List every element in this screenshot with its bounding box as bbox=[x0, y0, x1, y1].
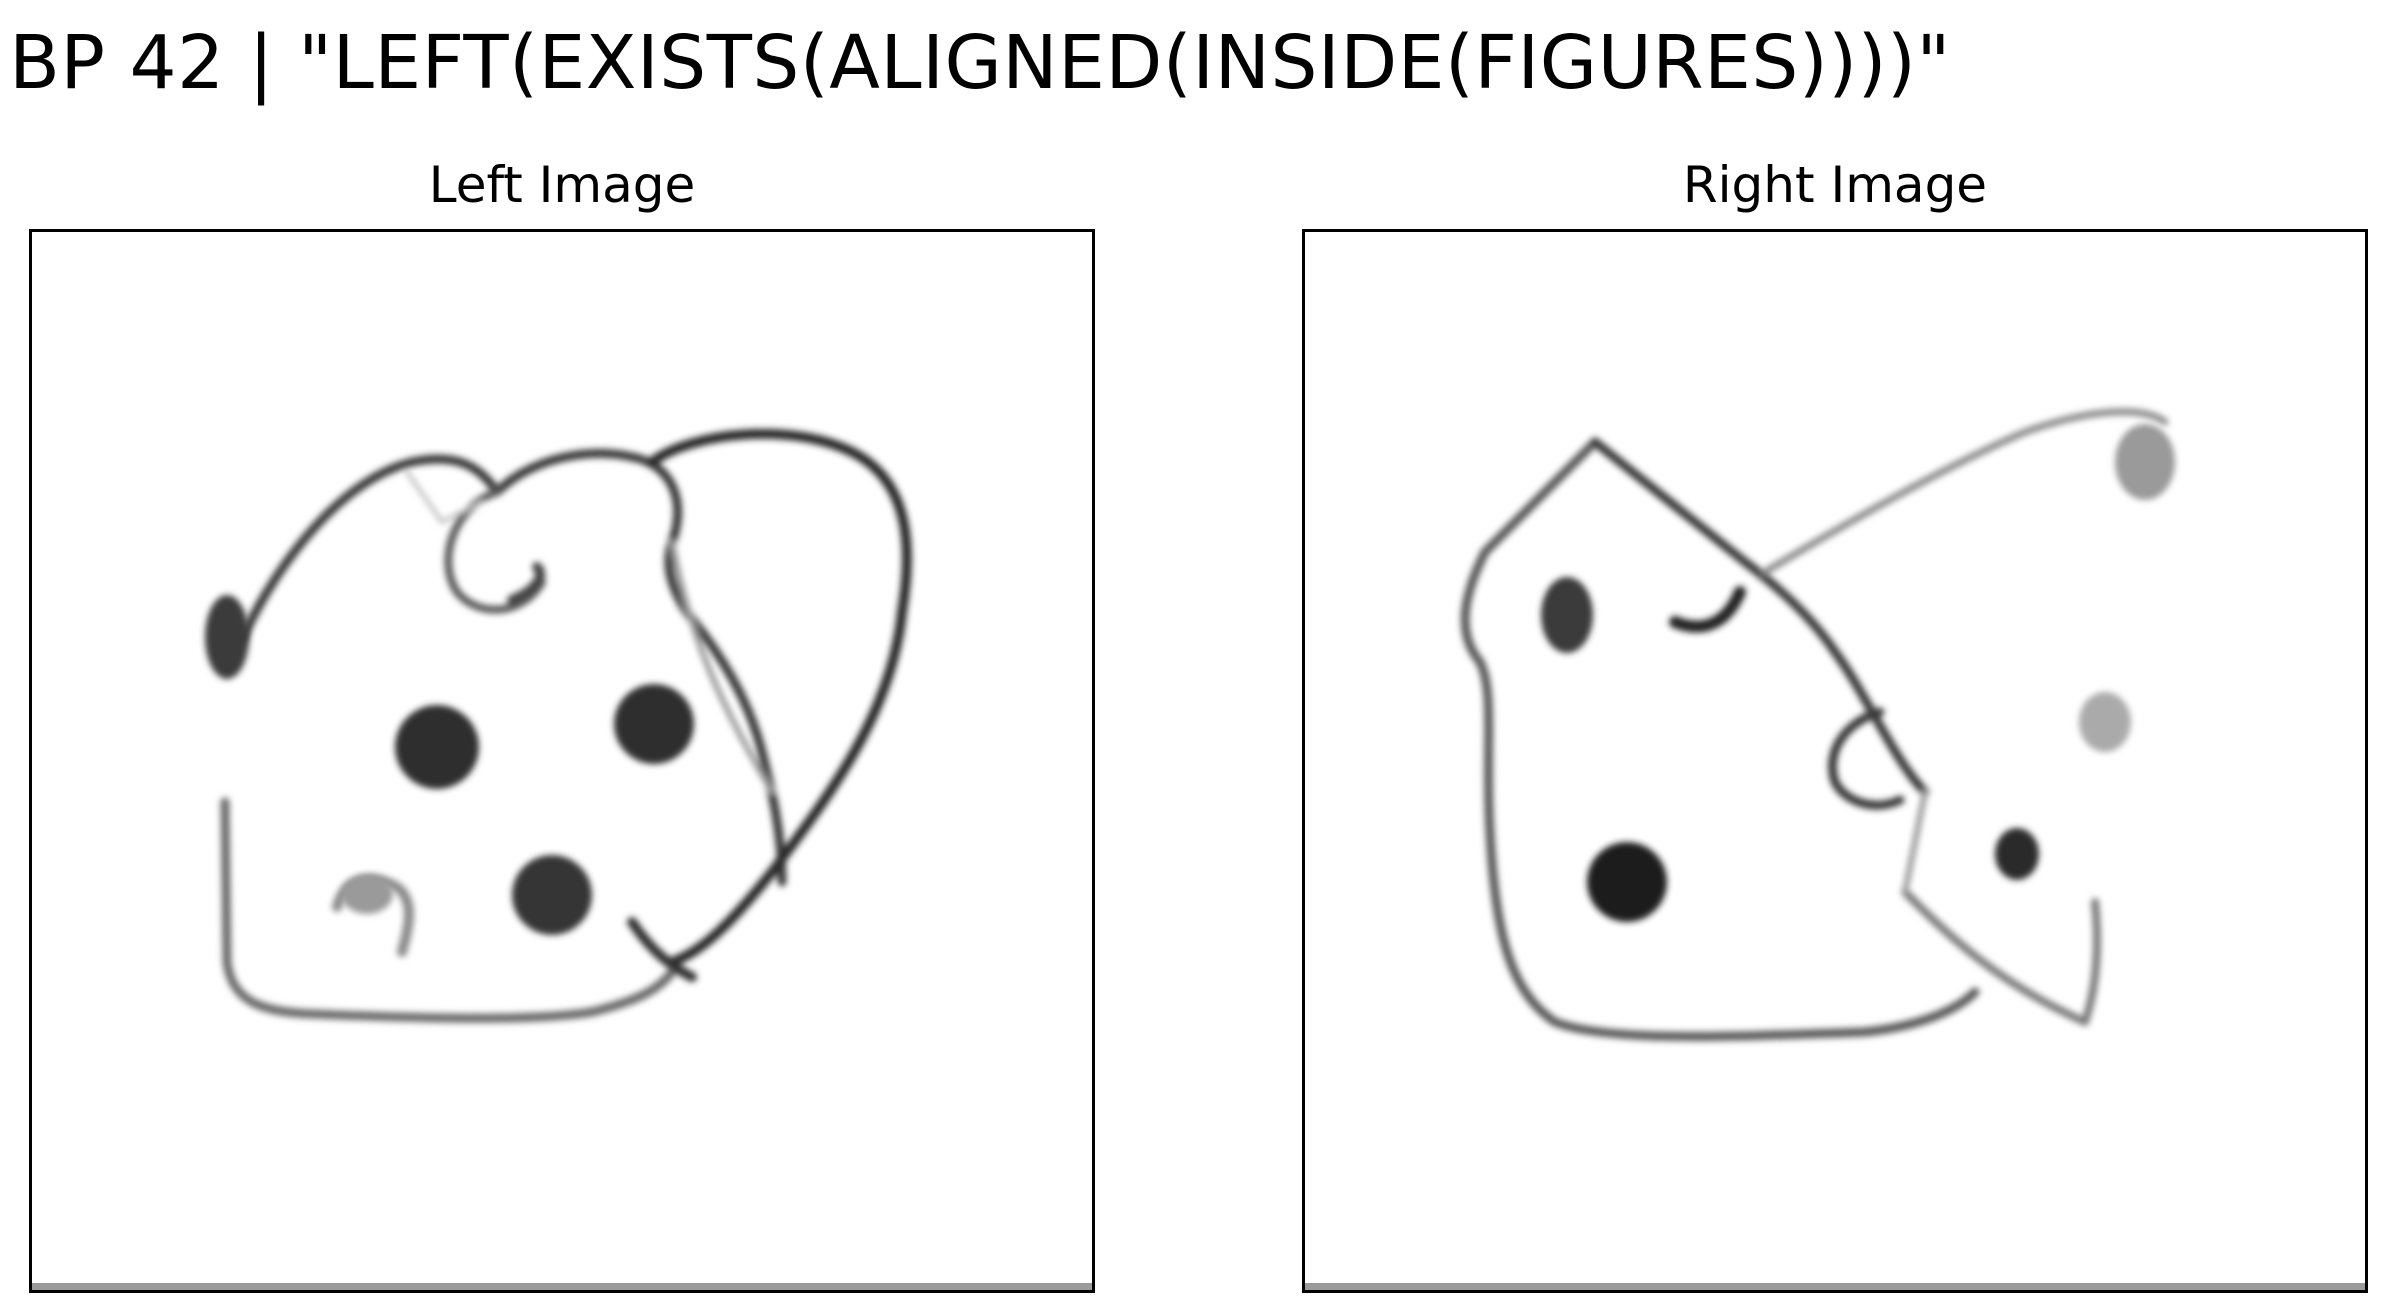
right-mid-right-blob bbox=[2079, 692, 2131, 752]
right-small-crescent bbox=[1669, 586, 1746, 633]
left-panel-title: Left Image bbox=[428, 156, 696, 214]
left-dot-3 bbox=[512, 855, 592, 935]
left-cloud-inner-lobe bbox=[444, 488, 546, 614]
right-image-panel bbox=[1302, 229, 2368, 1293]
right-pentagon-outline bbox=[1460, 437, 1980, 1041]
left-image-panel bbox=[29, 229, 1095, 1293]
left-lower-arc bbox=[627, 917, 697, 982]
left-edge-blob bbox=[205, 595, 249, 679]
right-panel-bottom-strip bbox=[1305, 1283, 2365, 1290]
right-top-right-blob bbox=[2115, 424, 2175, 500]
right-dot-upper bbox=[1541, 577, 1593, 653]
right-image bbox=[1460, 408, 2175, 1041]
right-panel-title: Right Image bbox=[1682, 156, 1988, 214]
left-top-triangle bbox=[405, 470, 484, 524]
right-dot-small bbox=[1995, 828, 2039, 880]
right-pentagon-top-edge bbox=[1590, 437, 1930, 797]
right-curly-hook bbox=[1827, 707, 1905, 810]
left-heart-outline bbox=[647, 428, 912, 967]
left-heart-inner-edge bbox=[669, 539, 775, 795]
left-image bbox=[205, 428, 912, 1023]
left-cloud-small-tick bbox=[507, 562, 546, 605]
left-panel-bottom-strip bbox=[32, 1283, 1092, 1290]
left-cloud-outline bbox=[237, 448, 787, 887]
left-dot-1 bbox=[395, 705, 479, 789]
left-dot-2 bbox=[614, 684, 694, 764]
right-mid-vertex bbox=[1902, 789, 1928, 895]
left-hook-blob bbox=[341, 874, 393, 914]
right-dot-large bbox=[1587, 842, 1667, 922]
left-lower-frame bbox=[220, 797, 677, 1023]
figure-title-text: BP 42 | "LEFT(EXISTS(ALIGNED(INSIDE(FIGU… bbox=[9, 20, 1951, 106]
right-long-line bbox=[1761, 408, 2169, 576]
right-lower-wedge bbox=[1901, 888, 2101, 1026]
figure-title: BP 42 | "LEFT(EXISTS(ALIGNED(INSIDE(FIGU… bbox=[0, 18, 2384, 108]
